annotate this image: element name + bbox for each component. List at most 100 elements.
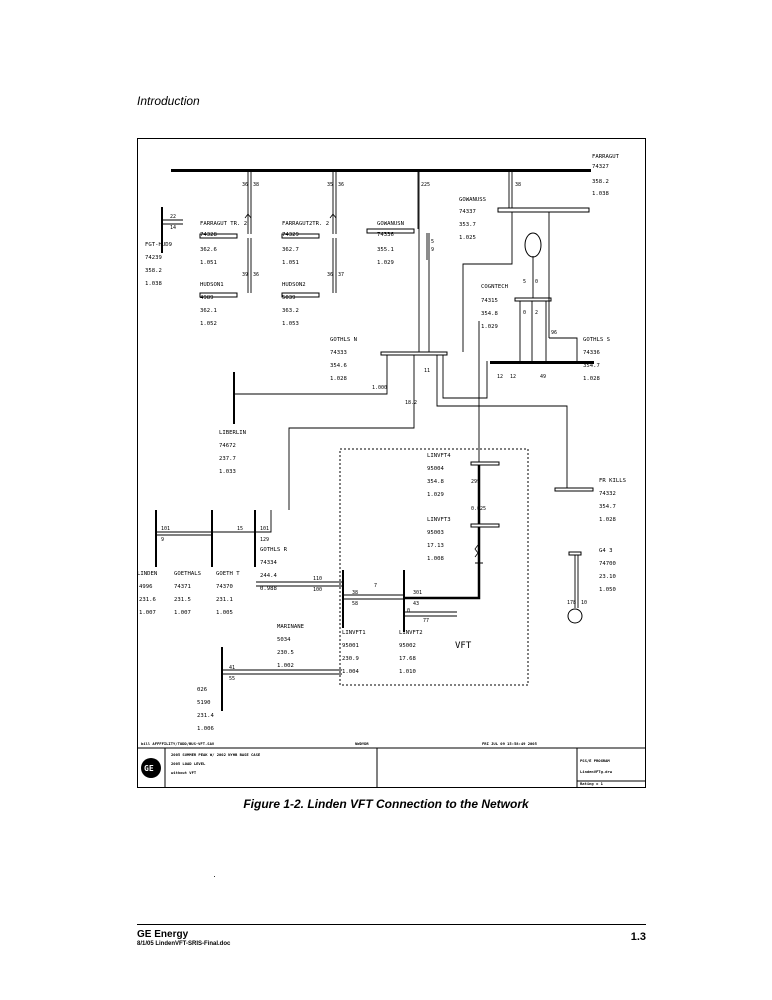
- bus-farragut: [171, 169, 591, 172]
- svg-text:GOWANUSS: GOWANUSS: [459, 197, 486, 203]
- svg-text:12: 12: [510, 374, 516, 380]
- svg-text:354.7: 354.7: [583, 363, 600, 369]
- svg-text:5: 5: [431, 239, 434, 245]
- svg-text:17.13: 17.13: [427, 543, 444, 549]
- svg-text:96: 96: [551, 330, 557, 336]
- svg-text:1.052: 1.052: [200, 321, 217, 327]
- svg-text:GOETH T: GOETH T: [216, 571, 240, 577]
- svg-text:1.002: 1.002: [277, 663, 294, 669]
- svg-text:41: 41: [229, 665, 235, 671]
- svg-text:0.988: 0.988: [260, 586, 277, 592]
- svg-text:178: 178: [567, 600, 576, 606]
- stray-dot: [214, 876, 215, 877]
- svg-text:95002: 95002: [399, 643, 416, 649]
- svg-text:237.7: 237.7: [219, 456, 236, 462]
- svg-text:HUDSON1: HUDSON1: [200, 282, 224, 288]
- svg-text:230.9: 230.9: [342, 656, 359, 662]
- svg-text:74672: 74672: [219, 443, 236, 449]
- svg-text:1.006: 1.006: [197, 726, 214, 732]
- svg-text:1.004: 1.004: [342, 669, 359, 675]
- svg-text:1.028: 1.028: [599, 517, 616, 523]
- svg-text:FRI JUL 09 15:58:49 2005: FRI JUL 09 15:58:49 2005: [482, 741, 538, 746]
- svg-text:35: 35: [327, 182, 333, 188]
- svg-text:1.028: 1.028: [583, 376, 600, 382]
- svg-text:1.033: 1.033: [219, 469, 236, 475]
- svg-text:363.2: 363.2: [282, 308, 299, 314]
- svg-text:1.051: 1.051: [200, 260, 217, 266]
- svg-text:FARRAGUT TR. 2: FARRAGUT TR. 2: [200, 221, 247, 227]
- branch-lines: [157, 172, 579, 675]
- svg-text:74700: 74700: [599, 561, 616, 567]
- svg-text:5: 5: [523, 279, 526, 285]
- svg-text:1.008: 1.008: [427, 556, 444, 562]
- svg-text:5190: 5190: [197, 700, 210, 706]
- svg-text:74239: 74239: [145, 255, 162, 261]
- svg-text:354.7: 354.7: [599, 504, 616, 510]
- svg-text:74371: 74371: [174, 584, 191, 590]
- svg-text:without VFT: without VFT: [171, 770, 197, 775]
- svg-text:301: 301: [413, 590, 422, 596]
- svg-text:FARRAGUT2TR. 2: FARRAGUT2TR. 2: [282, 221, 329, 227]
- section-header: Introduction: [137, 94, 200, 108]
- svg-text:2005 LOAD LEVEL: 2005 LOAD LEVEL: [171, 761, 206, 766]
- svg-text:36: 36: [242, 182, 248, 188]
- svg-text:LINVFT2: LINVFT2: [399, 630, 423, 636]
- svg-text:NWDYDR: NWDYDR: [355, 741, 369, 746]
- svg-text:74329: 74329: [282, 232, 299, 238]
- svg-text:101: 101: [161, 526, 170, 532]
- one-line-diagram: FARRAGUT 74327 358.2 1.038 FGT-HUD9 7423…: [137, 138, 646, 788]
- footer-file: 8/1/05 LindenVFT-SRIS-Final.doc: [137, 941, 231, 947]
- svg-text:353.7: 353.7: [459, 222, 476, 228]
- svg-text:49: 49: [540, 374, 546, 380]
- svg-text:1.050: 1.050: [599, 587, 616, 593]
- svg-text:1.028: 1.028: [330, 376, 347, 382]
- svg-text:74327: 74327: [592, 164, 609, 170]
- svg-text:FR KILLS: FR KILLS: [599, 478, 626, 484]
- svg-text:1.007: 1.007: [139, 610, 156, 616]
- svg-text:14: 14: [170, 225, 176, 231]
- svg-text:026: 026: [197, 687, 207, 693]
- svg-text:74334: 74334: [260, 560, 277, 566]
- svg-text:129: 129: [260, 537, 269, 543]
- footer-rule: [137, 924, 646, 925]
- svg-text:36: 36: [253, 272, 259, 278]
- svg-text:0: 0: [535, 279, 538, 285]
- svg-text:10: 10: [581, 600, 587, 606]
- svg-text:LindenVFTg.drw: LindenVFTg.drw: [580, 769, 613, 774]
- svg-text:LINVFT1: LINVFT1: [342, 630, 366, 636]
- svg-text:GOTHLS R: GOTHLS R: [260, 547, 288, 553]
- svg-text:GOWANUSN: GOWANUSN: [377, 221, 404, 227]
- svg-text:74328: 74328: [200, 232, 217, 238]
- svg-text:LINDEN: LINDEN: [137, 571, 157, 577]
- svg-text:354.6: 354.6: [330, 363, 347, 369]
- bus-labels: FARRAGUT 74327 358.2 1.038 FGT-HUD9 7423…: [137, 154, 626, 732]
- svg-text:230.5: 230.5: [277, 650, 294, 656]
- svg-text:9: 9: [431, 247, 434, 253]
- svg-text:1.010: 1.010: [399, 669, 416, 675]
- svg-text:74333: 74333: [330, 350, 347, 356]
- svg-text:77: 77: [423, 618, 429, 624]
- svg-text:362.1: 362.1: [200, 308, 217, 314]
- ge-logo: GE: [144, 764, 154, 773]
- svg-text:bill AFFFFILITY/TODD/BUS-VFT.: bill AFFFFILITY/TODD/BUS-VFT.SAV: [141, 741, 215, 746]
- svg-text:37: 37: [338, 272, 344, 278]
- svg-text:101: 101: [260, 526, 269, 532]
- svg-text:MARINANE: MARINANE: [277, 624, 305, 630]
- svg-text:43: 43: [413, 601, 419, 607]
- svg-text:1.029: 1.029: [427, 492, 444, 498]
- svg-text:74336: 74336: [583, 350, 600, 356]
- svg-text:231.1: 231.1: [216, 597, 233, 603]
- svg-text:362.7: 362.7: [282, 247, 299, 253]
- svg-text:12: 12: [497, 374, 503, 380]
- svg-text:LINVFT3: LINVFT3: [427, 517, 451, 523]
- figure-caption: Figure 1-2. Linden VFT Connection to the…: [243, 797, 529, 811]
- svg-text:362.6: 362.6: [200, 247, 217, 253]
- svg-text:1.053: 1.053: [282, 321, 299, 327]
- svg-text:38: 38: [253, 182, 259, 188]
- svg-text:354.8: 354.8: [427, 479, 444, 485]
- svg-text:74315: 74315: [481, 298, 498, 304]
- svg-text:355.1: 355.1: [377, 247, 394, 253]
- svg-text:110: 110: [313, 576, 322, 582]
- bus-farragut-name: FARRAGUT: [592, 154, 620, 160]
- svg-text:1.038: 1.038: [592, 191, 609, 197]
